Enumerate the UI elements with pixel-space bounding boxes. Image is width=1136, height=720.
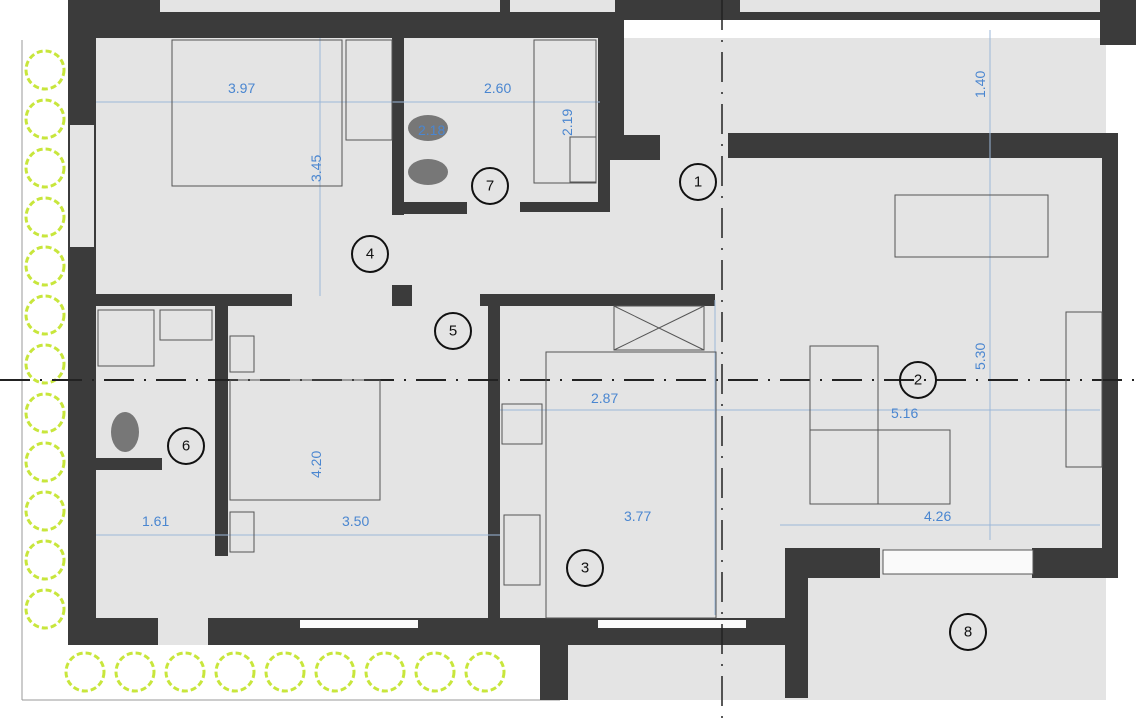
walls xyxy=(68,20,1118,700)
shrub-icon xyxy=(24,196,66,238)
shrub-icon xyxy=(24,147,66,189)
room-marker-8: 8 xyxy=(949,613,987,651)
shrub-icon xyxy=(264,651,306,693)
dimension-label: 2.19 xyxy=(559,109,575,136)
dimension-label: 3.97 xyxy=(228,80,255,96)
dimension-label: 2.87 xyxy=(591,390,618,406)
svg-text:7: 7 xyxy=(486,178,494,195)
shrub-icon xyxy=(24,343,66,385)
room-markers: 1 2 3 4 5 6 7 8 xyxy=(167,163,987,651)
room-marker-2: 2 xyxy=(899,361,937,399)
svg-text:4: 4 xyxy=(366,246,374,263)
dimension-label: 3.45 xyxy=(308,155,324,182)
shrub-icon xyxy=(414,651,456,693)
dining-table xyxy=(894,194,1049,258)
hob-icon xyxy=(501,403,543,445)
dimension-label: 2.18 xyxy=(418,122,445,138)
kitchen-cabinets xyxy=(613,305,705,351)
room-marker-5: 5 xyxy=(434,312,472,350)
wardrobe-1 xyxy=(345,39,393,141)
upper-unit-walls xyxy=(68,0,1136,45)
dimension-label: 1.40 xyxy=(972,71,988,98)
shrub-icon xyxy=(24,392,66,434)
dimension-label: 5.30 xyxy=(972,343,988,370)
double-bed-1 xyxy=(171,39,343,187)
dimension-label: 3.77 xyxy=(624,508,651,524)
svg-text:1: 1 xyxy=(694,174,702,191)
kitchen-sink xyxy=(503,514,541,586)
svg-text:6: 6 xyxy=(182,438,190,455)
dimension-label: 4.20 xyxy=(308,451,324,478)
room-marker-3: 3 xyxy=(566,549,604,587)
sink-1 xyxy=(569,136,597,183)
tv-unit xyxy=(1065,311,1103,468)
room-marker-6: 6 xyxy=(167,427,205,465)
dimension-label: 2.60 xyxy=(484,80,511,96)
shrub-icon xyxy=(24,539,66,581)
room-marker-7: 7 xyxy=(471,167,509,205)
shrub-icon xyxy=(214,651,256,693)
svg-text:3: 3 xyxy=(581,560,589,577)
dimension-labels: 3.97 2.60 2.19 3.45 1.40 5.30 2.87 5.16 … xyxy=(142,71,988,529)
shrub-icon xyxy=(24,245,66,287)
shrub-icon xyxy=(64,651,106,693)
room-marker-1: 1 xyxy=(679,163,717,201)
shrub-icon xyxy=(364,651,406,693)
shrub-icon xyxy=(24,588,66,630)
dimension-label: 1.61 xyxy=(142,513,169,529)
shrub-icon xyxy=(24,49,66,91)
shrub-icon xyxy=(164,651,206,693)
dimension-label: 5.16 xyxy=(891,405,918,421)
bidet-icon xyxy=(408,159,448,185)
dimension-label: 4.26 xyxy=(924,508,951,524)
sink-2 xyxy=(159,309,213,341)
window xyxy=(882,549,1034,575)
room-marker-4: 4 xyxy=(351,235,389,273)
svg-text:8: 8 xyxy=(964,624,972,641)
dimension-label: 3.50 xyxy=(342,513,369,529)
shower-2 xyxy=(97,309,155,367)
shrub-icon xyxy=(114,651,156,693)
shrub-icon xyxy=(24,490,66,532)
shower-1 xyxy=(533,39,597,184)
svg-text:5: 5 xyxy=(449,323,457,340)
furniture xyxy=(97,39,1103,619)
shrub-icon xyxy=(24,98,66,140)
double-bed-2 xyxy=(229,379,381,501)
shrub-icon xyxy=(464,651,506,693)
shrub-icon xyxy=(314,651,356,693)
shrub-icon xyxy=(24,441,66,483)
svg-text:2: 2 xyxy=(914,372,922,389)
toilet-icon xyxy=(408,115,448,141)
toilet-2-icon xyxy=(111,412,139,452)
shrubs xyxy=(24,49,506,693)
shrub-icon xyxy=(24,294,66,336)
